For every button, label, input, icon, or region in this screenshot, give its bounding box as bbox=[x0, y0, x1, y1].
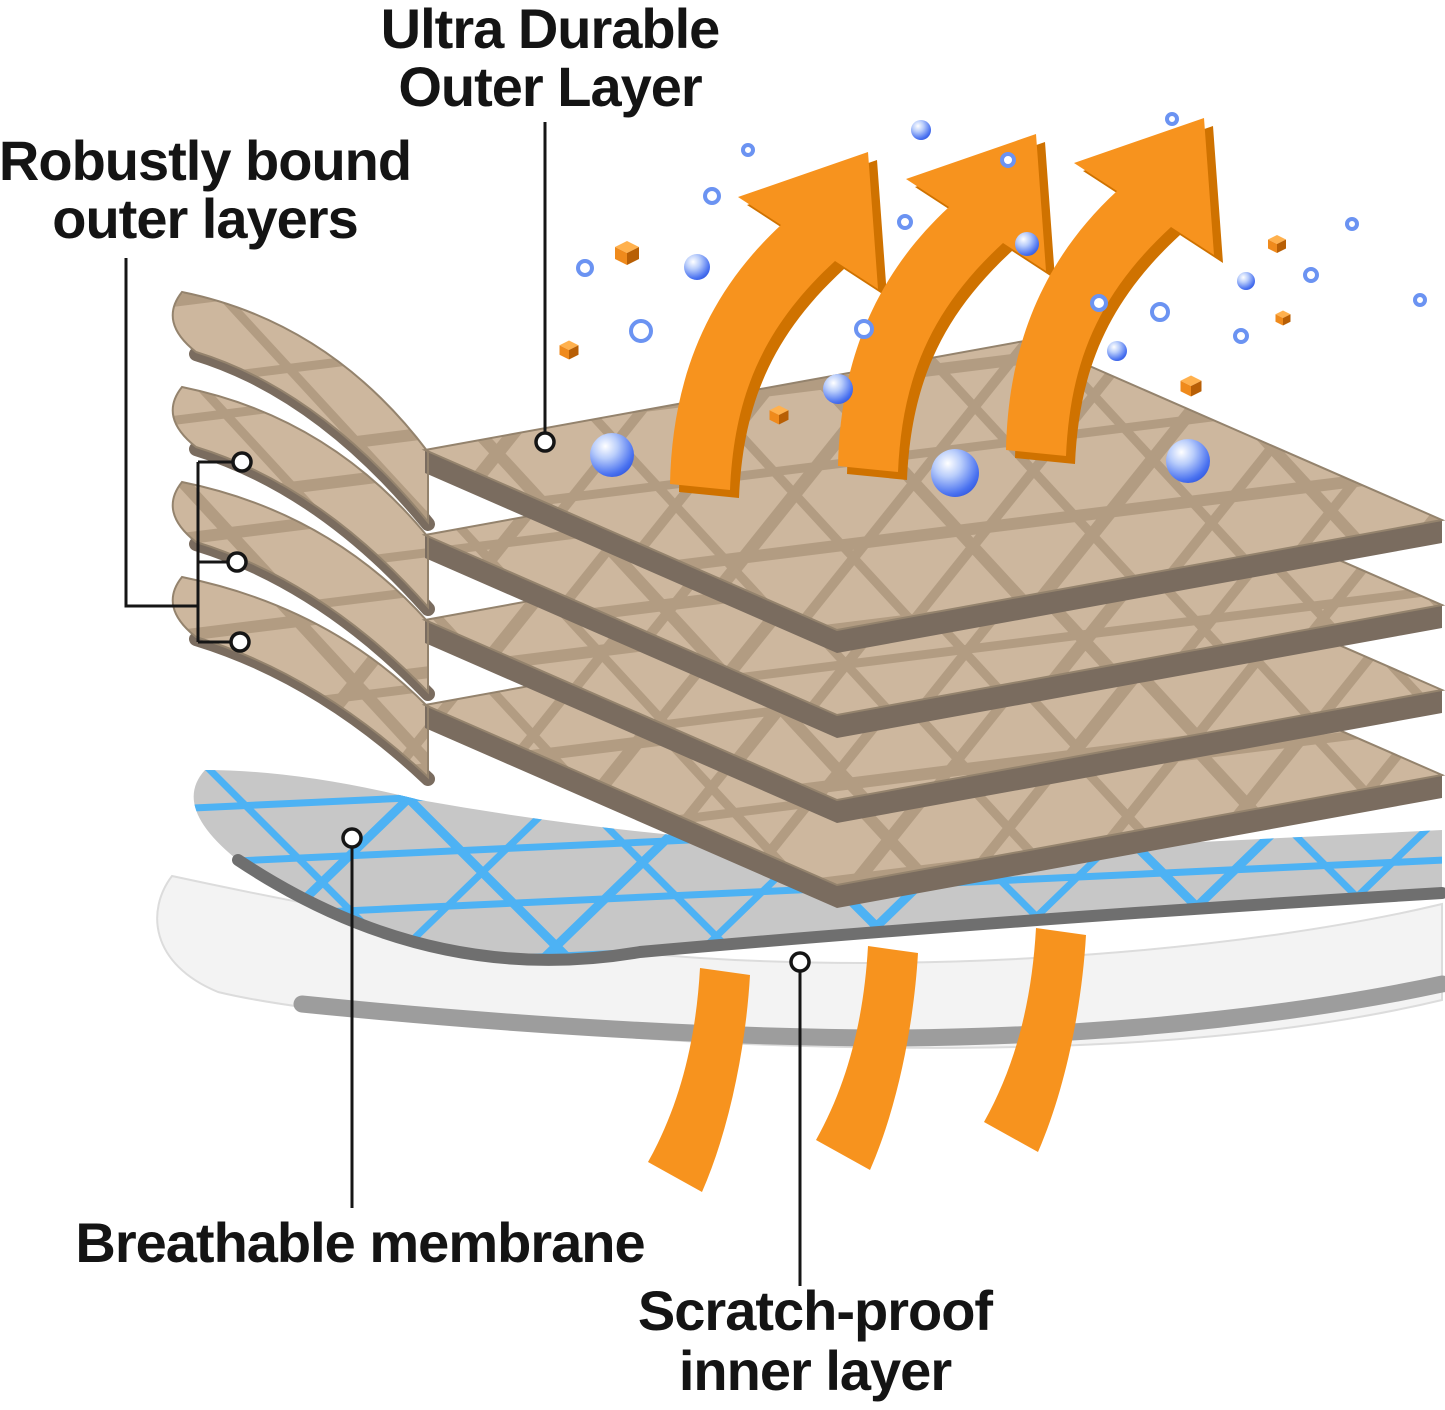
fabric-tail-edge bbox=[189, 632, 435, 786]
label-outer-layer-line1: Ultra Durable bbox=[381, 0, 720, 60]
vapor-bubble bbox=[854, 319, 874, 339]
fabric-sheet-edge bbox=[425, 620, 1442, 823]
vapor-bubble bbox=[703, 187, 721, 205]
label-inner-layer-line1: Scratch-proof bbox=[638, 1279, 993, 1342]
vapor-bubble bbox=[629, 319, 653, 343]
debris-cube bbox=[1180, 375, 1202, 397]
water-droplet bbox=[1107, 341, 1127, 361]
label-bound-layers-line2: outer layers bbox=[52, 187, 358, 250]
debris-cubes bbox=[559, 235, 1291, 425]
debris-cube bbox=[559, 340, 579, 360]
vapor-bubble bbox=[1150, 302, 1170, 322]
vapor-bands-under bbox=[648, 928, 1086, 1192]
vapor-bubble bbox=[1303, 267, 1319, 283]
vapor-bubble bbox=[1165, 112, 1179, 126]
vapor-bubble bbox=[1000, 152, 1016, 168]
vapor-band-3 bbox=[984, 928, 1086, 1152]
water-droplet bbox=[911, 120, 931, 140]
arrow-body bbox=[838, 134, 1046, 472]
callout-dot-bound-layer-4 bbox=[229, 631, 251, 653]
callout-line-bound-layers bbox=[124, 258, 233, 644]
vapor-arrows bbox=[670, 118, 1223, 498]
callout-dot-bound-layer-3 bbox=[226, 551, 248, 573]
debris-cube bbox=[1275, 310, 1291, 326]
callouts: Ultra Durable Outer Layer Robustly bound… bbox=[0, 0, 994, 1402]
water-droplet bbox=[1166, 439, 1210, 483]
water-droplet bbox=[1015, 232, 1039, 256]
fabric-tail bbox=[172, 387, 428, 607]
fabric-sheet-edge bbox=[425, 705, 1442, 908]
vapor-band-1 bbox=[648, 968, 750, 1192]
fabric-sheet-edge bbox=[425, 535, 1442, 738]
callout-dot-membrane bbox=[341, 827, 363, 849]
arrow-body bbox=[1006, 118, 1214, 456]
callout-dot-outer-layer bbox=[534, 431, 556, 453]
debris-cube bbox=[615, 241, 639, 265]
label-inner-layer-line2: inner layer bbox=[679, 1339, 951, 1402]
vapor-band-2 bbox=[816, 946, 918, 1170]
vapor-bubble bbox=[1233, 328, 1249, 344]
water-droplet bbox=[684, 254, 710, 280]
vapor-bubble bbox=[1090, 294, 1108, 312]
vapor-bubble bbox=[1345, 217, 1359, 231]
vapor-bubble bbox=[741, 143, 755, 157]
debris-cube bbox=[769, 405, 789, 425]
membrane-edge bbox=[232, 854, 1445, 966]
water-droplet bbox=[590, 433, 634, 477]
fabric-tail bbox=[172, 292, 428, 522]
fabric-sheet-edge bbox=[425, 450, 1442, 653]
label-outer-layer-line2: Outer Layer bbox=[398, 55, 702, 118]
water-droplet bbox=[1237, 272, 1255, 290]
fabric-tail-edge bbox=[189, 442, 435, 616]
vapor-bubble bbox=[1413, 293, 1427, 307]
water-droplet bbox=[931, 449, 979, 497]
label-bound-layers-line1: Robustly bound bbox=[0, 129, 411, 192]
vapor-arrow-1 bbox=[670, 152, 887, 498]
water-droplet bbox=[823, 374, 853, 404]
diagram-art bbox=[156, 112, 1445, 1192]
callout-dot-bound-layer-2 bbox=[231, 451, 253, 473]
vapor-bubble bbox=[576, 259, 594, 277]
fabric-tail-edge bbox=[189, 347, 435, 531]
vapor-arrow-3 bbox=[1006, 118, 1223, 464]
vapor-bubble bbox=[897, 214, 913, 230]
arrow-body bbox=[670, 152, 878, 490]
water-droplets bbox=[576, 112, 1427, 497]
fabric-tail-edge bbox=[189, 537, 435, 701]
label-membrane: Breathable membrane bbox=[75, 1211, 644, 1274]
debris-cube bbox=[1268, 235, 1286, 253]
callout-dot-inner-layer bbox=[789, 951, 811, 973]
vapor-arrow-2 bbox=[838, 134, 1055, 480]
